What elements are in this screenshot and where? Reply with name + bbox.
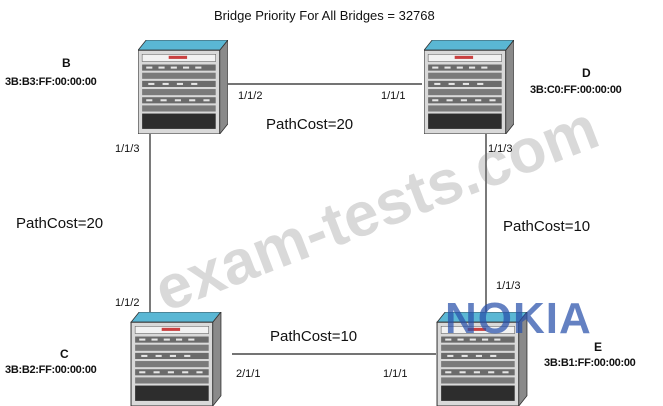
bridge-b-name: B — [62, 56, 71, 70]
bridge-c-chassis-icon — [130, 312, 222, 406]
port-b-to-c: 1/1/3 — [115, 143, 140, 155]
nokia-logo: NOKIA — [445, 294, 592, 343]
bridge-c-mac: 3B:B2:FF:00:00:00 — [5, 364, 97, 376]
bridge-e-name: E — [594, 340, 603, 354]
pathcost-d-e: PathCost=10 — [503, 218, 591, 235]
port-c-to-e: 2/1/1 — [236, 368, 261, 380]
bridge-d-chassis-icon — [424, 40, 514, 134]
port-d-to-e: 1/1/3 — [488, 143, 513, 155]
port-e-to-c: 1/1/1 — [383, 368, 408, 380]
bridge-b-mac: 3B:B3:FF:00:00:00 — [5, 76, 97, 88]
port-e-to-d: 1/1/3 — [496, 280, 521, 292]
port-c-to-b: 1/1/2 — [115, 297, 140, 309]
bridge-d-mac: 3B:C0:FF:00:00:00 — [530, 84, 622, 96]
bridge-c-name: C — [60, 347, 69, 361]
port-b-to-d: 1/1/2 — [238, 90, 263, 102]
bridge-d-name: D — [582, 66, 591, 80]
bridge-e-mac: 3B:B1:FF:00:00:00 — [544, 357, 636, 369]
port-d-to-b: 1/1/1 — [381, 90, 406, 102]
bridge-b-chassis-icon — [138, 40, 228, 134]
pathcost-c-e: PathCost=10 — [270, 328, 358, 345]
pathcost-b-d: PathCost=20 — [266, 116, 354, 133]
pathcost-b-c: PathCost=20 — [16, 215, 104, 232]
diagram-title: Bridge Priority For All Bridges = 32768 — [214, 8, 435, 23]
